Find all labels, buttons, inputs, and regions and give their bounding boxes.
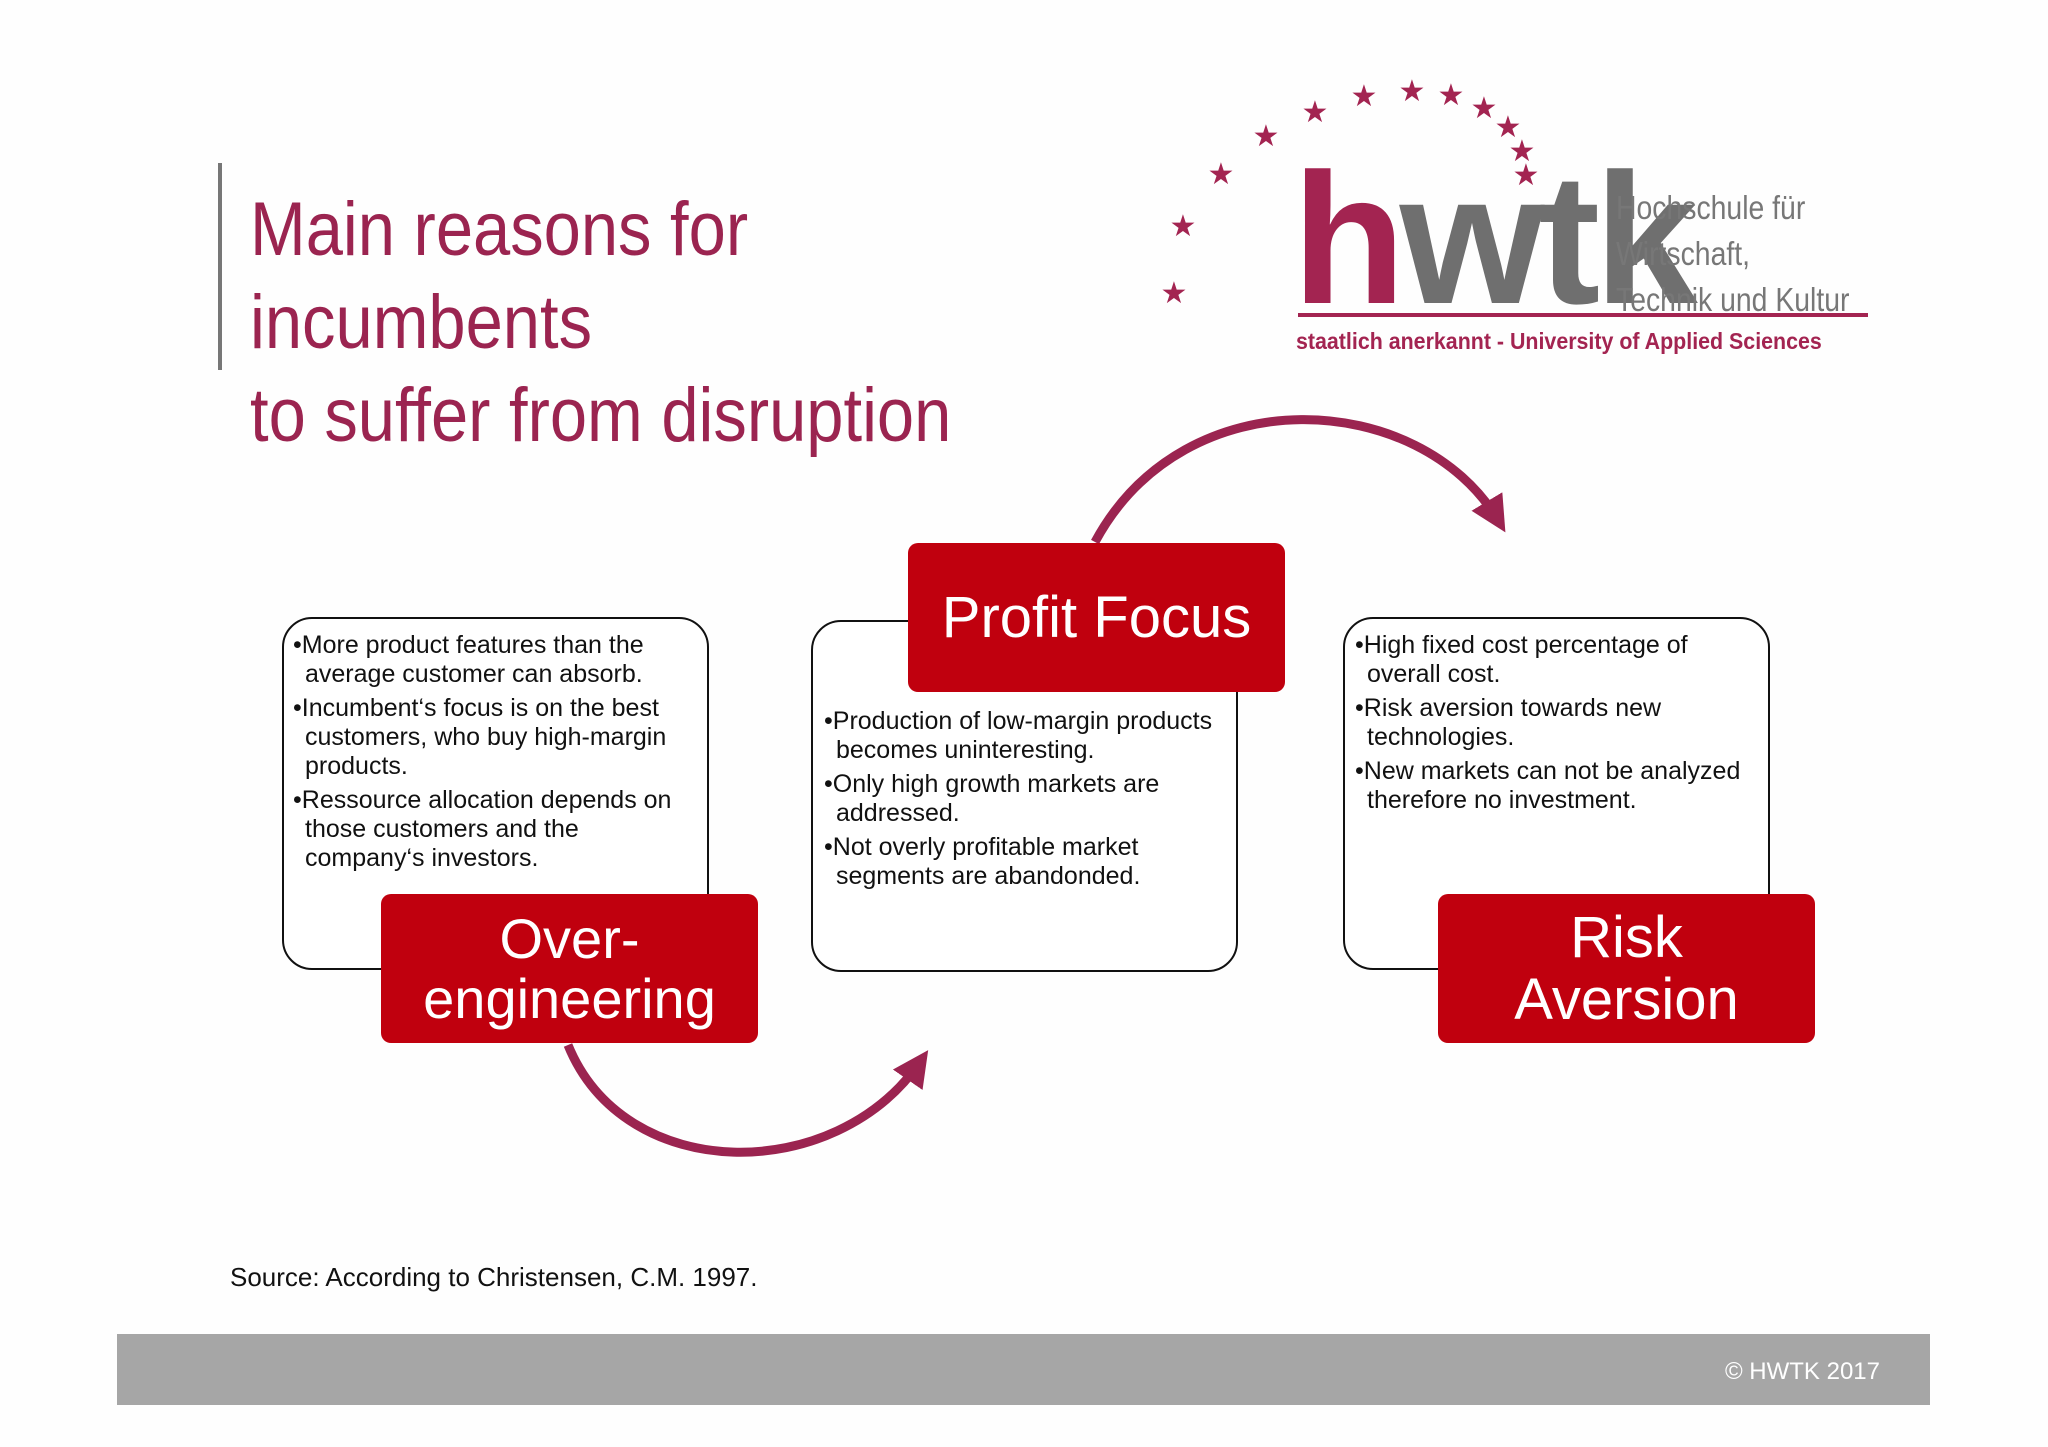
logo-letters-wtk: wtk xyxy=(1399,136,1698,343)
star-icon: ★ xyxy=(1207,158,1235,191)
bullet-item: Risk aversion towards new technologies. xyxy=(1355,694,1765,752)
bullet-item: Only high growth markets are addressed. xyxy=(824,770,1234,828)
bullet-item: Incumbent‘s focus is on the best custome… xyxy=(293,694,703,781)
logo-tagline: staatlich anerkannt - University of Appl… xyxy=(1296,328,1822,354)
star-icon: ★ xyxy=(1160,277,1188,310)
star-icon: ★ xyxy=(1512,159,1540,192)
star-icon: ★ xyxy=(1494,111,1522,144)
bullet-item: Production of low-margin products become… xyxy=(824,707,1234,765)
bullet-item: New markets can not be analyzed therefor… xyxy=(1355,757,1765,815)
star-icon: ★ xyxy=(1169,210,1197,243)
slide-title: Main reasons for incumbents to suffer fr… xyxy=(250,183,1042,462)
label-line-2: Aversion xyxy=(1514,966,1739,1032)
bullet-item: High fixed cost percentage of overall co… xyxy=(1355,631,1765,689)
label-line-1: Over- xyxy=(499,906,640,970)
footer-bar: © HWTK 2017 xyxy=(117,1334,1930,1405)
source-citation: Source: According to Christensen, C.M. 1… xyxy=(230,1262,758,1292)
title-accent-bar xyxy=(218,163,222,370)
risk-aversion-bullets: High fixed cost percentage of overall co… xyxy=(1355,631,1765,820)
star-icon: ★ xyxy=(1398,75,1426,108)
label-line-2: engineering xyxy=(423,966,716,1030)
logo-name-line-2: Wirtschaft, xyxy=(1616,235,1751,272)
star-icon: ★ xyxy=(1470,92,1498,125)
profit-focus-bullets: Production of low-margin products become… xyxy=(824,707,1234,896)
logo-name-line-1: Hochschule für xyxy=(1616,189,1806,226)
star-icon: ★ xyxy=(1508,135,1536,168)
logo-name-line-3: Technik und Kultur xyxy=(1616,281,1850,318)
logo-letter-h: h xyxy=(1292,136,1406,343)
logo-underline xyxy=(1298,313,1868,317)
label-line-1: Profit Focus xyxy=(941,585,1252,650)
star-icon: ★ xyxy=(1301,96,1329,129)
slide-title-line-1: Main reasons for incumbents xyxy=(250,187,749,365)
star-icon: ★ xyxy=(1437,79,1465,112)
overengineering-label: Over- engineering xyxy=(381,894,758,1043)
arrow-overengineering-to-profit-focus xyxy=(563,1043,929,1157)
logo-wordmark: hwtk xyxy=(1292,147,1698,333)
bullet-item: More product features than the average c… xyxy=(293,631,703,689)
logo-institution-name: Hochschule für Wirtschaft, Technik und K… xyxy=(1616,185,1849,323)
label-line-1: Risk xyxy=(1570,904,1683,970)
profit-focus-label: Profit Focus xyxy=(908,543,1285,692)
arrow-profit-focus-to-risk-aversion xyxy=(1091,415,1506,545)
star-icon: ★ xyxy=(1350,80,1378,113)
bullet-item: Not overly profitable market segments ar… xyxy=(824,833,1234,891)
overengineering-bullets: More product features than the average c… xyxy=(293,631,703,878)
slide-title-line-2: to suffer from disruption xyxy=(250,373,952,458)
star-icon: ★ xyxy=(1252,120,1280,153)
bullet-item: Ressource allocation depends on those cu… xyxy=(293,786,703,873)
copyright-notice: © HWTK 2017 xyxy=(1724,1358,1880,1385)
risk-aversion-label: Risk Aversion xyxy=(1438,894,1815,1043)
